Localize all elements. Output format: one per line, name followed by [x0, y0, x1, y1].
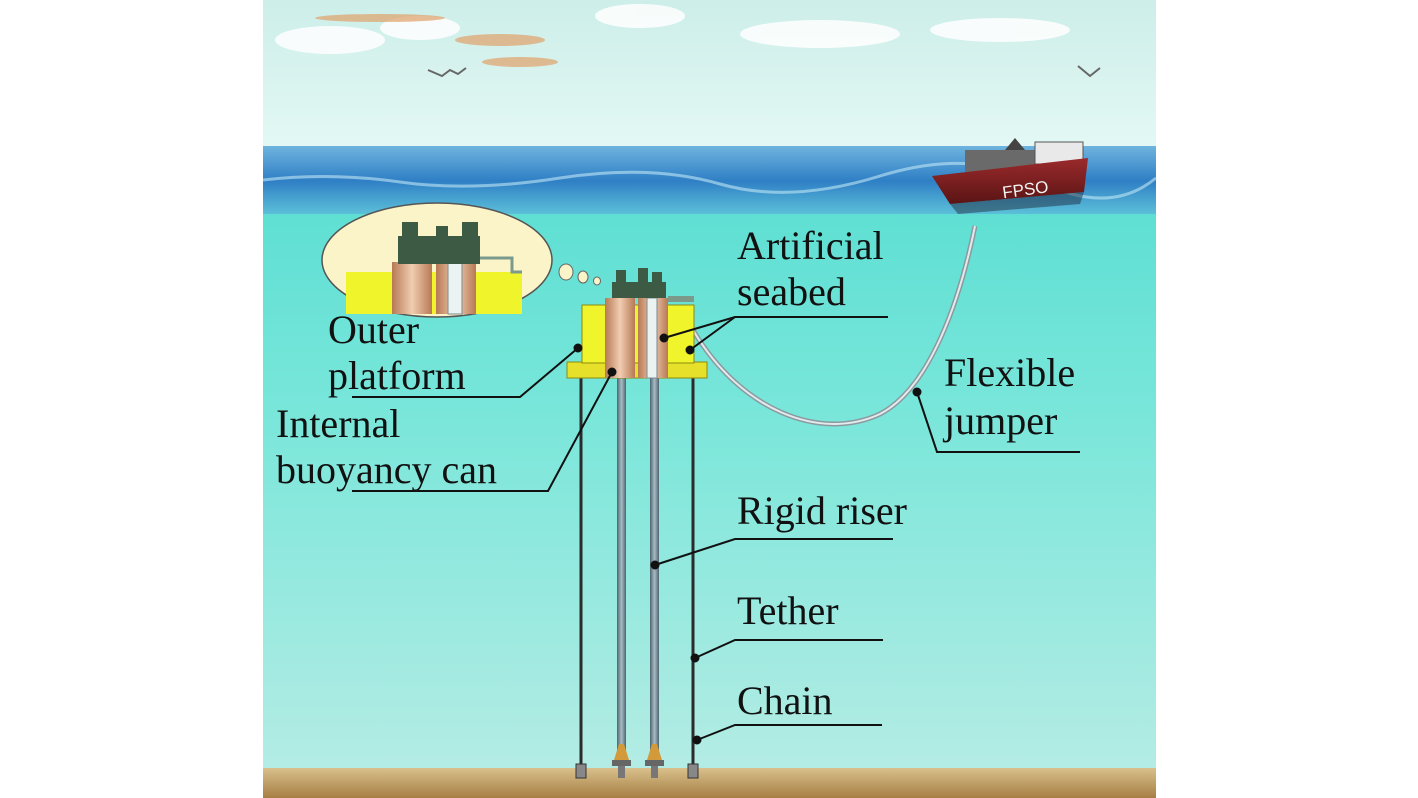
internal-buoyancy-can — [605, 298, 635, 378]
label-internal-buoyancy-can-line1: Internal — [276, 401, 400, 446]
tethers — [575, 376, 699, 779]
detail-bubble — [321, 202, 601, 318]
label-flexible-jumper-line1: Flexible — [944, 350, 1075, 395]
label-rigid-riser: Rigid riser — [737, 488, 907, 533]
label-tether: Tether — [737, 588, 839, 633]
label-outer-platform-line2: platform — [328, 353, 466, 398]
clouds — [275, 4, 1070, 54]
seabed — [263, 768, 1156, 798]
labels: Outer platform Internal buoyancy can Art… — [276, 223, 1075, 723]
leader-lines — [352, 316, 1080, 745]
label-artificial-seabed-line1: Artificial — [737, 223, 884, 268]
equipment-top — [612, 268, 694, 302]
bird-left-icon — [427, 67, 467, 78]
label-internal-buoyancy-can-line2: buoyancy can — [276, 447, 497, 492]
sand-dust — [315, 14, 558, 67]
label-outer-platform-line1: Outer — [328, 307, 419, 352]
label-artificial-seabed-line2: seabed — [737, 269, 846, 314]
bird-right-icon — [1077, 65, 1101, 78]
fpso-vessel: FPSO — [932, 138, 1088, 214]
label-flexible-jumper-line2: jumper — [942, 398, 1057, 443]
label-chain: Chain — [737, 678, 833, 723]
